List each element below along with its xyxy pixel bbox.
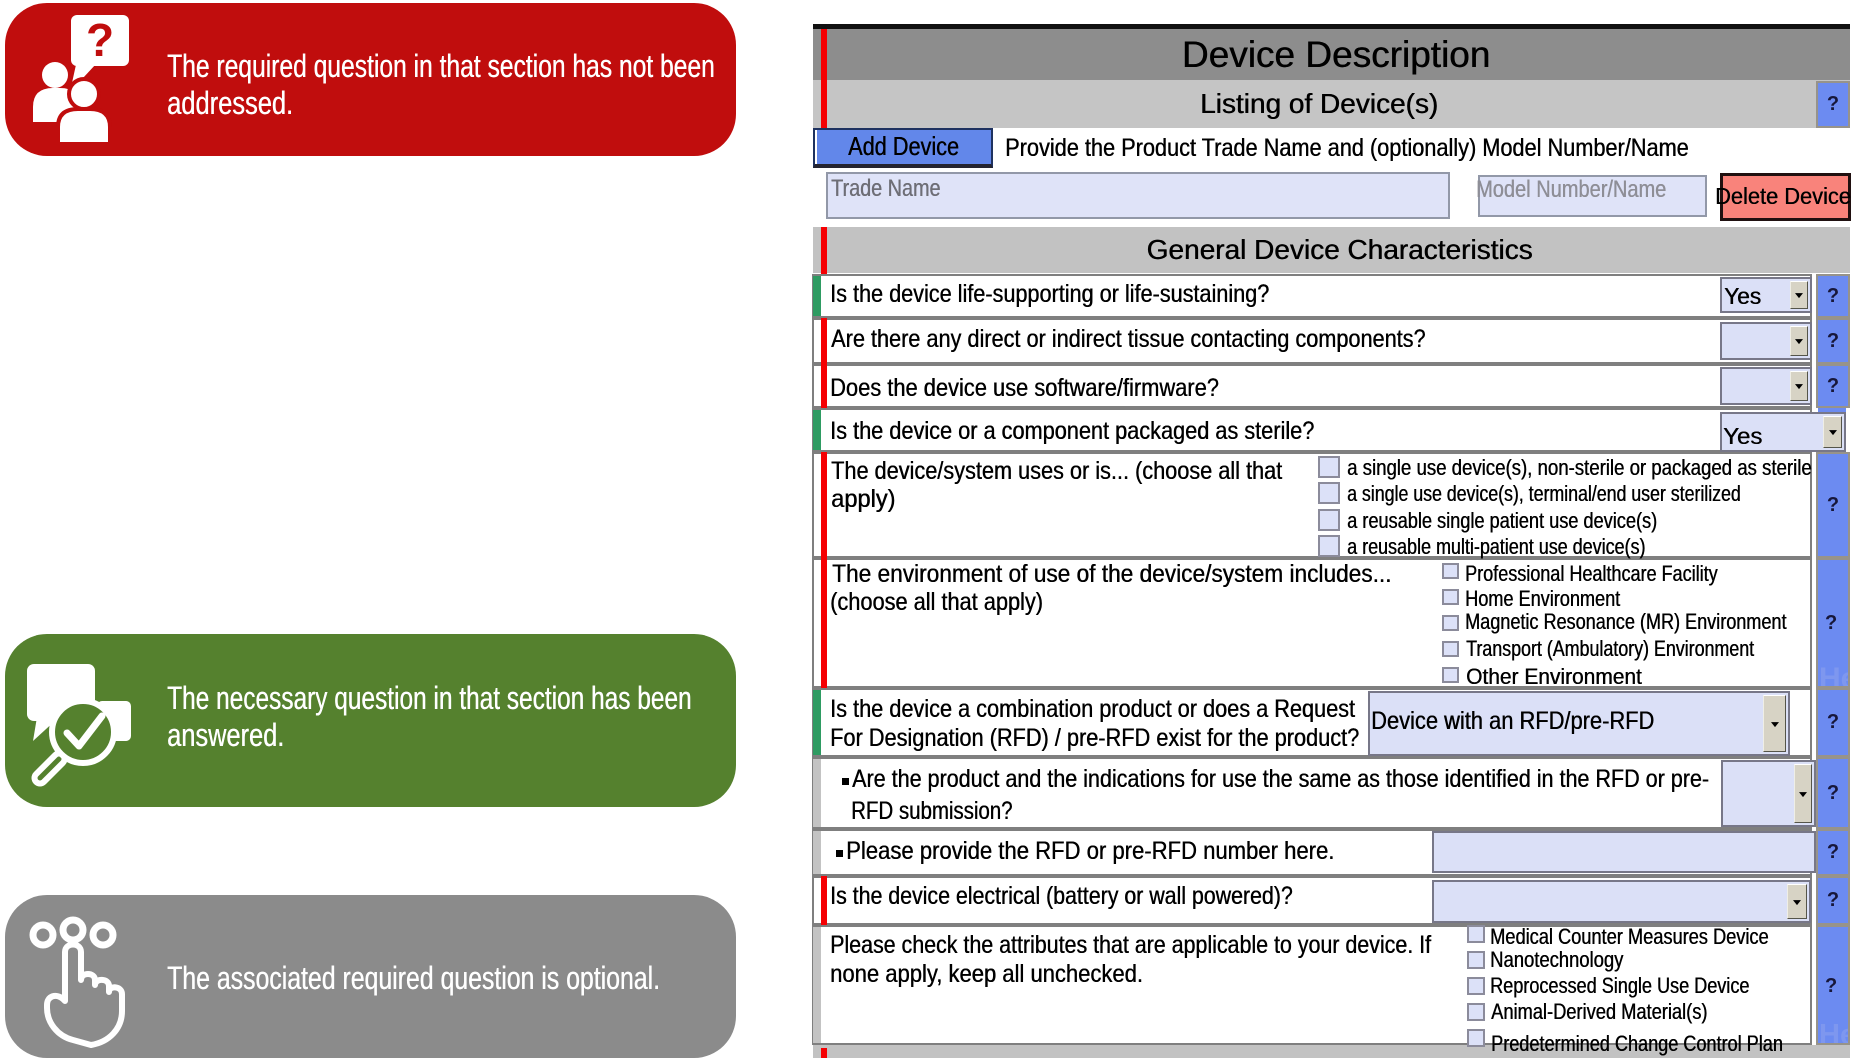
svg-text:?: ? [86, 14, 114, 66]
